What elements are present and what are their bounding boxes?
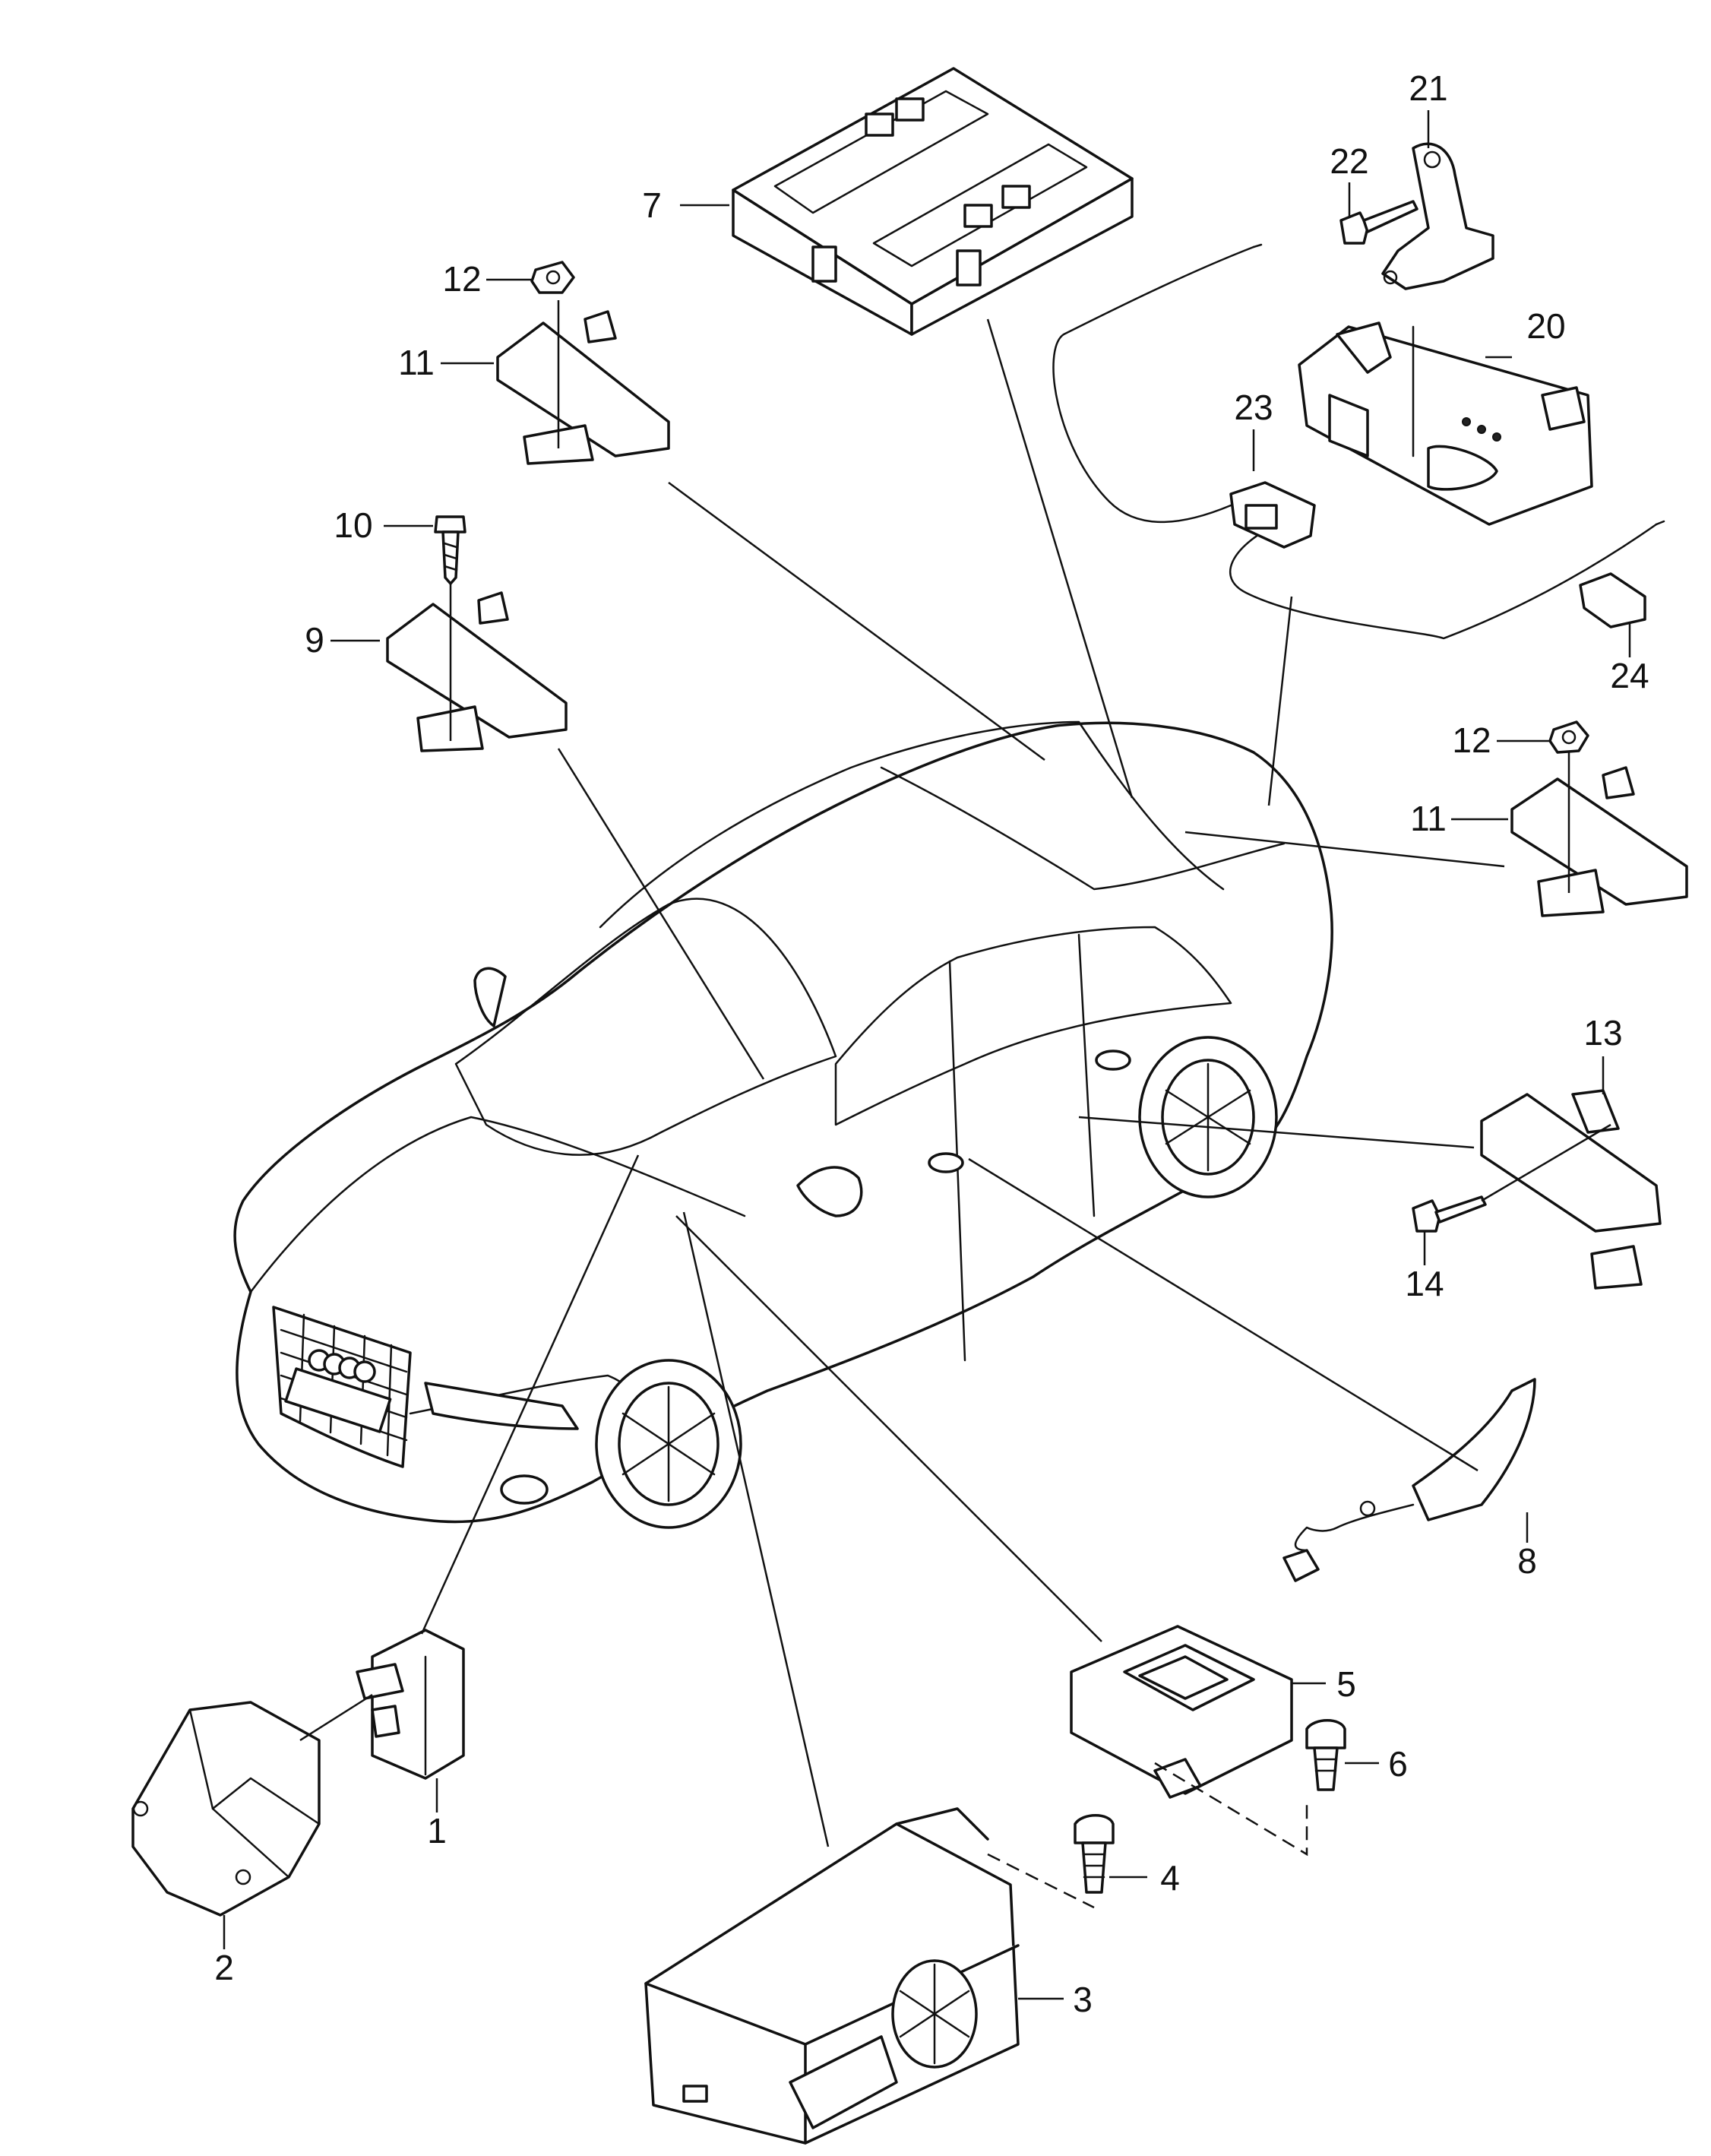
part-12-nut-upper (530, 261, 575, 294)
car-body-outline (233, 721, 1333, 1524)
part-9-antenna (386, 570, 568, 752)
callout-13: 13 (1583, 1013, 1622, 1053)
side-mirror (796, 1166, 863, 1217)
part-3-control-box (644, 1807, 1020, 2145)
callout-22: 22 (1330, 141, 1368, 181)
part-23-wiring-harness (1052, 243, 1665, 640)
callout-4: 4 (1160, 1858, 1180, 1898)
part-1-sensor (356, 1629, 465, 1780)
part-5-control-unit (1070, 1625, 1293, 1799)
hood-line (249, 1116, 746, 1293)
part-8-door-handle-antenna (1282, 1378, 1536, 1582)
windshield (454, 898, 837, 1156)
part-14-screw (1412, 1123, 1611, 1233)
rear-wheel (1138, 1036, 1278, 1198)
fog-light (500, 1474, 549, 1505)
rear-window (880, 766, 1286, 891)
callout-7: 7 (642, 185, 662, 225)
rear-wing (473, 967, 507, 1027)
part-13-antenna (1480, 1089, 1662, 1290)
callout-12-right: 12 (1452, 720, 1491, 760)
part-10-screw (434, 515, 466, 585)
callout-2: 2 (214, 1948, 234, 1987)
callout-labels: 7 12 11 10 9 21 22 20 23 24 12 11 13 14 … (214, 68, 1649, 2019)
door-handle-rear (1095, 1050, 1131, 1071)
part-4-bolt (1074, 1814, 1115, 1894)
callout-5: 5 (1336, 1664, 1356, 1704)
front-wheel (595, 1359, 742, 1529)
door-handle-front (928, 1152, 964, 1173)
callout-11-upper: 11 (398, 343, 435, 382)
callout-8: 8 (1517, 1541, 1537, 1581)
callout-11-right: 11 (1410, 799, 1447, 838)
callout-21: 21 (1409, 68, 1447, 108)
license-plate (284, 1367, 392, 1433)
headlight (424, 1382, 579, 1430)
part-7-control-unit (732, 67, 1134, 336)
leader-lines (299, 318, 1505, 1847)
part-6-bolt (1305, 1719, 1346, 1791)
part-11-antenna-right (1510, 749, 1688, 917)
callout-1: 1 (427, 1811, 447, 1850)
callout-9: 9 (305, 620, 324, 660)
callout-14: 14 (1405, 1264, 1444, 1303)
part-20-control-module (1298, 321, 1593, 526)
part-4-mount-line (987, 1853, 1095, 1909)
part-21-bracket (1381, 142, 1494, 290)
part-6-mount-line (1154, 1762, 1308, 1857)
callout-10: 10 (334, 505, 372, 545)
callout-3: 3 (1073, 1980, 1093, 2019)
part-2-housing (131, 1701, 321, 1917)
part-11-antenna-upper (496, 300, 670, 465)
callout-6: 6 (1388, 1744, 1408, 1784)
callout-12-upper: 12 (442, 259, 481, 299)
car-illustration (233, 720, 1333, 1529)
callout-ticks (223, 110, 1631, 2000)
part-12-nut-right (1548, 720, 1589, 754)
door-line-rear (1077, 933, 1096, 1217)
callout-23: 23 (1234, 388, 1273, 427)
brand-rings (308, 1349, 376, 1383)
callout-20: 20 (1526, 306, 1565, 346)
roof-line (599, 720, 1225, 929)
part-22-screw (1339, 200, 1418, 245)
part-24-clip (1579, 572, 1646, 628)
callout-24: 24 (1610, 656, 1649, 695)
